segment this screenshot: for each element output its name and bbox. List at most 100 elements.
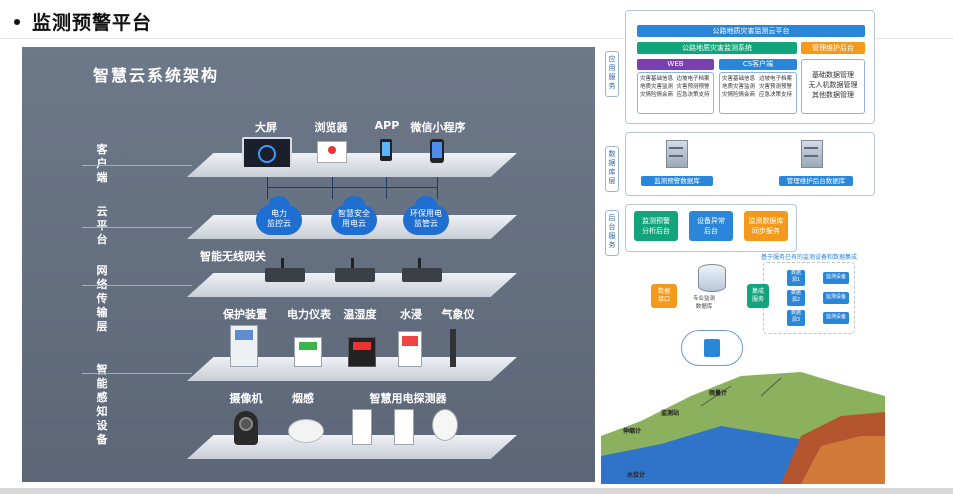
architecture-title: 智慧云系统架构: [93, 66, 220, 85]
connector-line: [267, 187, 437, 188]
data-source-2: 数据 源2: [787, 290, 805, 306]
gateway-device-icon: [265, 258, 305, 282]
terrain-label-water-level: 水位计: [627, 472, 646, 479]
web-bar: WEB: [637, 59, 714, 70]
connector-line: [386, 177, 387, 199]
side-label-app: 应用服务: [605, 51, 619, 97]
web-items-box: 灾害基础信息 边坡电子档案 地质灾害监测 灾害预测预警 灾情险情会商 应急决策支…: [637, 72, 714, 114]
device-label-meter: 电力仪表: [287, 308, 331, 321]
cs-item: 地质灾害监测: [722, 84, 756, 90]
server-icon: [801, 140, 823, 168]
web-item: 灾害预测预警: [676, 84, 710, 90]
cs-item: 灾害预测预警: [759, 84, 793, 90]
connector-line: [267, 177, 268, 199]
svc-db-sync: 监测数据库 同步服务: [744, 211, 788, 241]
monitor-device-1: 监测设备: [823, 272, 849, 284]
monitor-system-bar: 公路地质灾害监测系统: [637, 42, 797, 54]
device-label-weather: 气象仪: [441, 308, 475, 321]
data-source-3: 数据 源3: [787, 310, 805, 326]
client-item-app-label: APP: [374, 119, 400, 132]
page-title-text: 监测预警平台: [32, 12, 153, 34]
terrain-illustration: 雨量计 监测站 伸缩计 水位计: [601, 366, 885, 484]
client-item-miniprogram-label: 微信小程序: [410, 121, 466, 134]
cs-item: 灾情险情会商: [722, 92, 756, 98]
data-source-1: 数据 源1: [787, 270, 805, 286]
gateway-label: 智能无线网关: [200, 250, 266, 263]
layer-label-devices: 智能感知设备: [96, 363, 108, 446]
connector-line: [437, 177, 438, 199]
device-label-humidity: 温湿度: [343, 308, 377, 321]
browser-icon: [317, 141, 347, 163]
web-item: 边坡电子档案: [676, 76, 710, 82]
cloud-env-monitor: 环保用电 监管云: [403, 196, 449, 235]
connector-line: [332, 177, 333, 199]
cs-client-bar: CS客户端: [719, 59, 797, 70]
device-label-detector: 智慧用电探测器: [369, 392, 447, 405]
protection-device-icon: [230, 325, 258, 367]
web-item: 应急决策支持: [676, 92, 710, 98]
maint-items-box: 基础数据管理 无人机数据管理 其他数据管理: [801, 59, 865, 114]
integration-note: 基于服务已有的监测设备和数据集成: [761, 254, 858, 261]
cs-item: 灾害基础信息: [722, 76, 756, 82]
weather-station-icon: [450, 329, 456, 367]
power-meter-icon: [294, 337, 322, 367]
device-label-camera: 摄像机: [229, 392, 263, 405]
web-item: 地质灾害监测: [640, 84, 674, 90]
cs-items-box: 灾害基础信息 边坡电子档案 地质灾害监测 灾害预测预警 灾情险情会商 应急决策支…: [719, 72, 797, 114]
device-label-smoke: 烟感: [292, 392, 314, 405]
device-label-protection: 保护装置: [223, 308, 267, 321]
maint-item: 基础数据管理: [812, 71, 854, 79]
svc-device-abnormal: 设备异常 后台: [689, 211, 733, 241]
terrain-label-station: 监测站: [661, 410, 680, 417]
guide-line: [82, 373, 192, 374]
water-sensor-icon: [398, 331, 422, 367]
cs-item: 边坡电子档案: [759, 76, 793, 82]
camera-icon: [234, 411, 258, 445]
architecture-diagram: 智慧云系统架构 客户端 云平台 网络传输层 智能感知设备 大屏 浏览器 APP …: [22, 47, 595, 482]
side-label-db: 数据库层: [605, 146, 619, 192]
database-icon: [698, 264, 726, 292]
terrain-label-extensometer: 伸缩计: [623, 428, 642, 435]
guide-line: [82, 165, 192, 166]
cloud-power-monitor: 电力 监控云: [256, 196, 302, 235]
web-item: 灾害基础信息: [640, 76, 674, 82]
maint-backend-bar: 管理维护后台: [801, 42, 865, 54]
client-item-screen-label: 大屏: [255, 121, 277, 134]
header-divider: [0, 38, 953, 39]
detector-device-icon: [394, 409, 414, 445]
monitor-device-2: 监测设备: [823, 292, 849, 304]
client-item-browser-label: 浏览器: [314, 121, 348, 134]
client-platform: [187, 153, 517, 177]
side-label-backend: 后台服务: [605, 210, 619, 256]
central-db-label: 专业监测 数据库: [693, 296, 716, 310]
cloud-platform-bar: 公路地质灾害监测云平台: [637, 25, 865, 37]
maint-item: 其他数据管理: [812, 91, 854, 99]
smoke-detector-icon: [288, 419, 324, 443]
monitor-device-3: 监测设备: [823, 312, 849, 324]
data-interface: 数据 接口: [651, 284, 677, 308]
phone-icon: [380, 139, 392, 161]
wechat-phone-icon: [430, 139, 444, 163]
cs-item: 应急决策支持: [759, 92, 793, 98]
layer-label-cloud: 云平台: [96, 205, 108, 246]
big-screen-icon: [242, 137, 292, 169]
page-title: 监测预警平台: [14, 8, 152, 35]
terrain-label-rain: 雨量计: [709, 390, 728, 397]
svc-analysis: 监测预警 分析后台: [634, 211, 678, 241]
integrate-service: 集成 服务: [747, 284, 769, 308]
db-monitor: 监测预警数据库: [641, 176, 713, 186]
guide-line: [82, 285, 192, 286]
device-label-water: 水浸: [400, 308, 422, 321]
web-item: 灾情险情会商: [640, 92, 674, 98]
bullet-icon: [14, 18, 20, 25]
maint-item: 无人机数据管理: [808, 81, 858, 89]
footer-bar: [0, 488, 953, 494]
humidity-sensor-icon: [348, 337, 376, 367]
layer-label-client: 客户端: [96, 143, 108, 184]
layer-label-network: 网络传输层: [96, 264, 108, 333]
gateway-device-icon: [335, 258, 375, 282]
gateway-device-icon: [402, 258, 442, 282]
terrain-graphic: [601, 372, 885, 484]
server-icon: [666, 140, 688, 168]
cloud-smart-safety: 智慧安全 用电云: [331, 196, 377, 235]
